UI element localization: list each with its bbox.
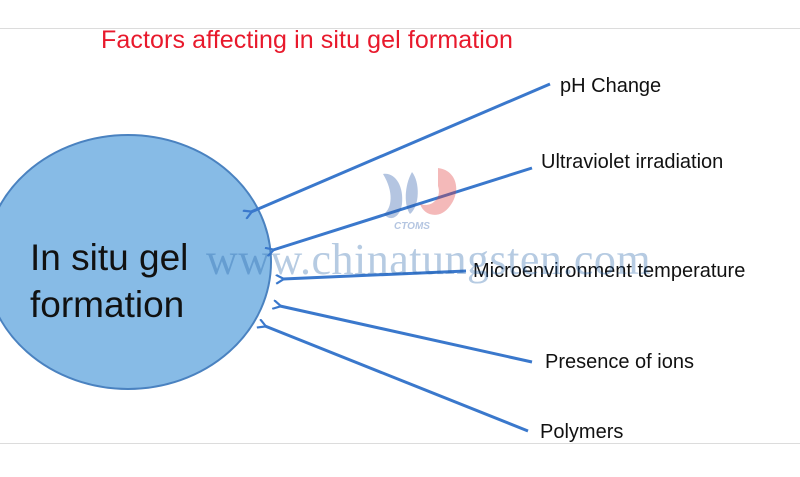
factor-arrow — [280, 306, 533, 364]
top-divider — [0, 28, 800, 29]
center-label-line-1: In situ gel — [30, 237, 189, 278]
watermark-url: www.chinatungsten.com — [206, 235, 652, 284]
factor-label: Microenvironment temperature — [473, 260, 746, 282]
factor-arrow — [273, 166, 533, 250]
factor-arrow — [251, 82, 551, 212]
factor-arrow — [283, 269, 467, 279]
factor-label: Polymers — [540, 421, 624, 443]
diagram-title: Factors affecting in situ gel formation — [101, 26, 513, 54]
center-circle — [0, 134, 272, 390]
center-label-line-2: formation — [30, 284, 185, 325]
arrow-group — [251, 82, 551, 433]
factor-arrow — [265, 326, 529, 433]
bottom-divider — [0, 443, 800, 444]
factor-label: pH Change — [560, 75, 662, 97]
factor-label: Ultraviolet irradiation — [541, 151, 724, 173]
factor-label: Presence of ions — [545, 351, 694, 373]
